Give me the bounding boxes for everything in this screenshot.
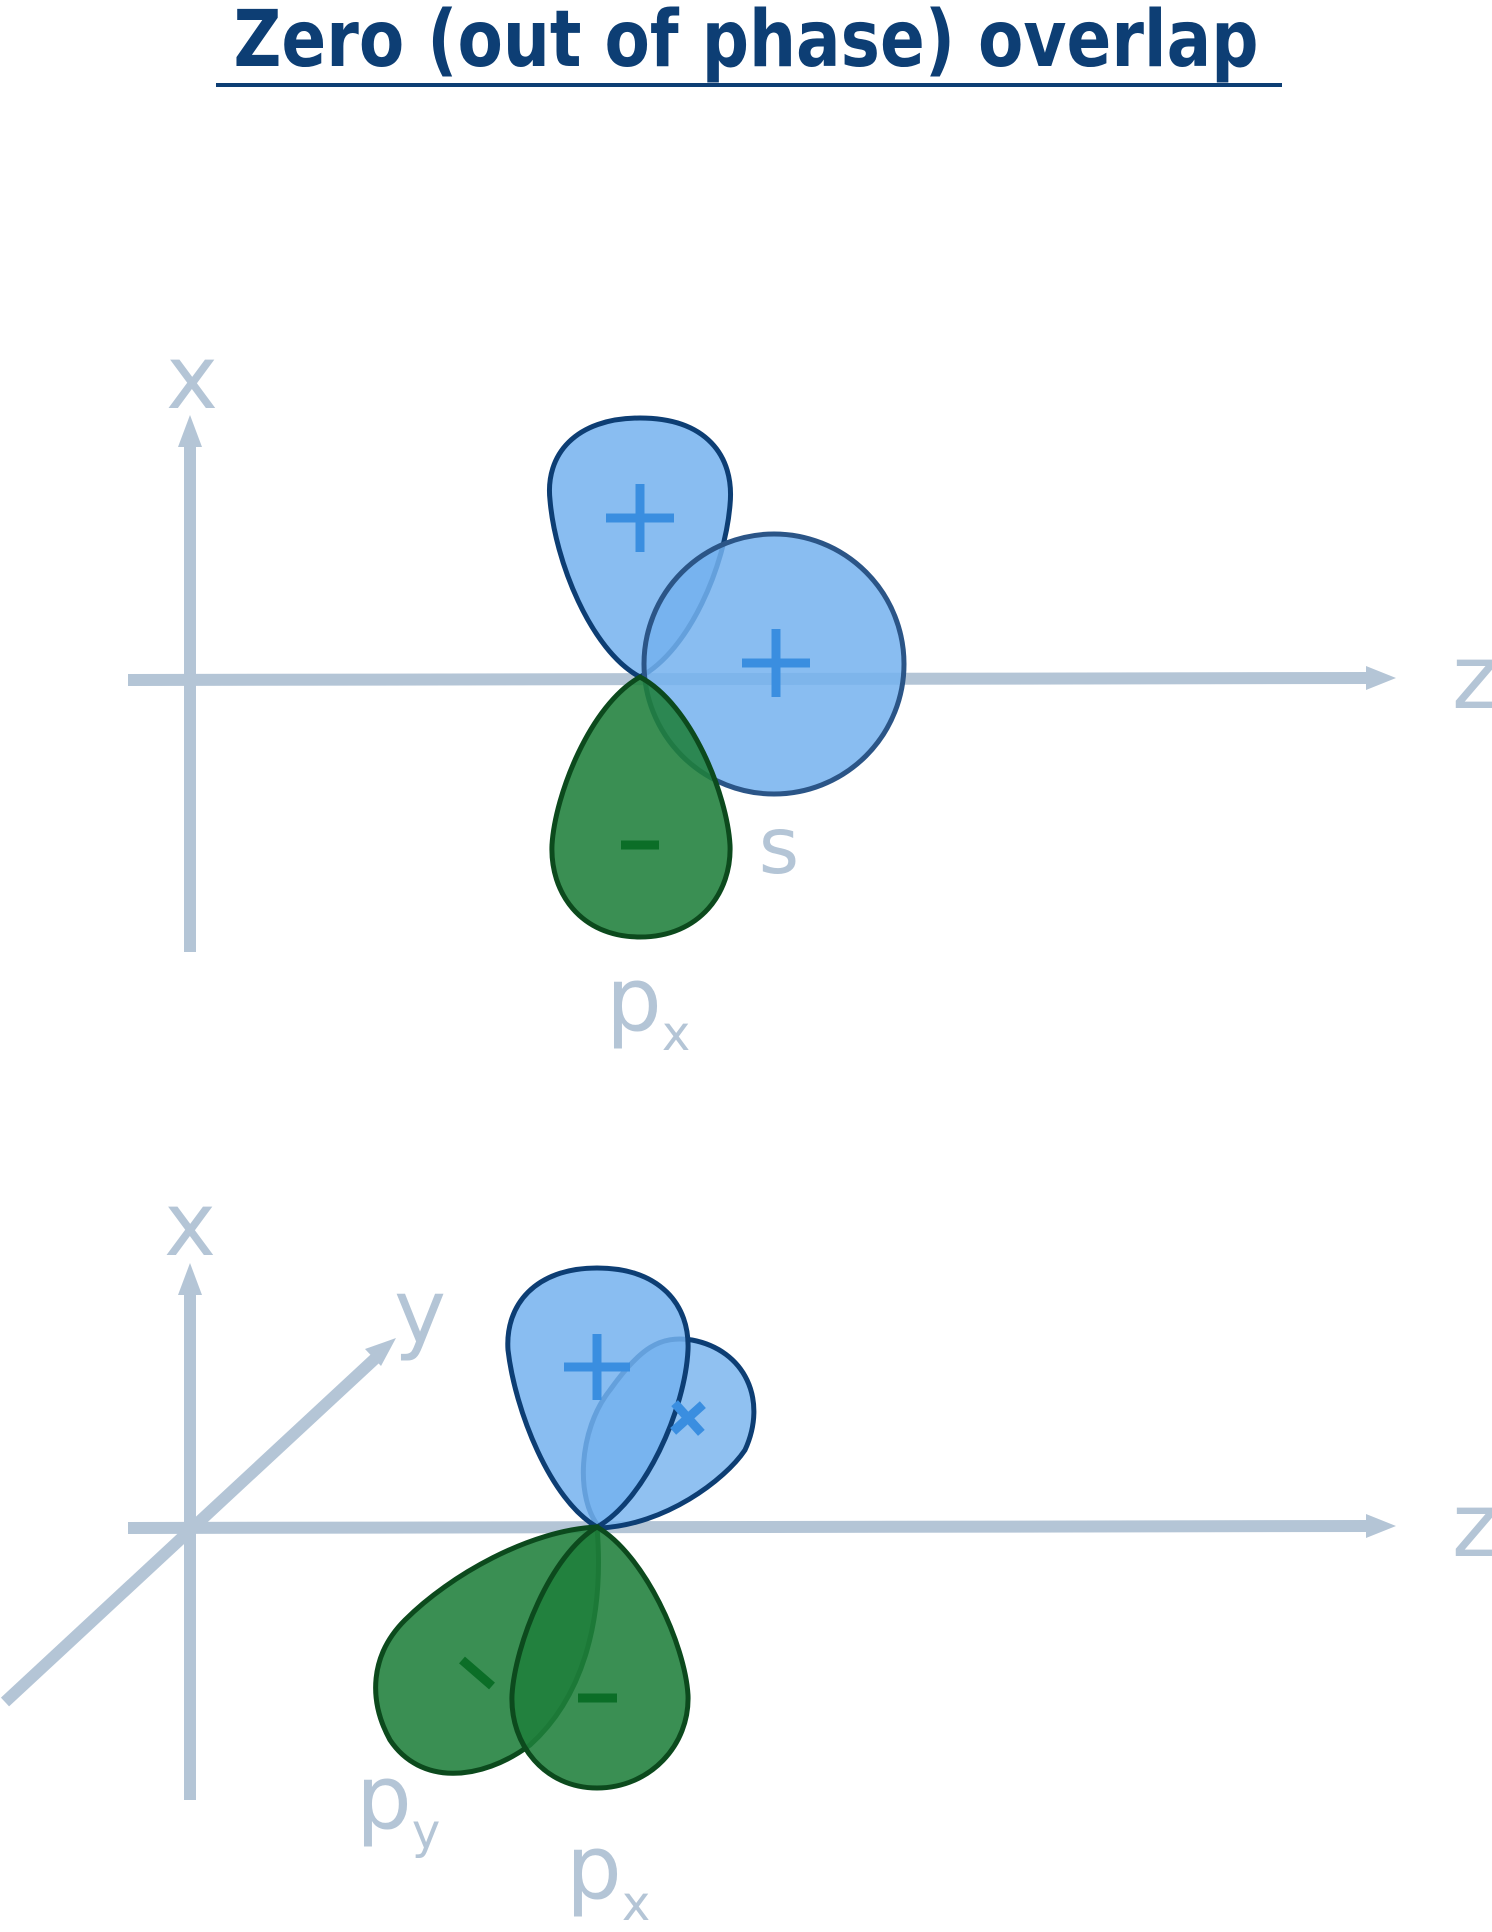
panel2-z-axis-arrow-icon: [1366, 1514, 1396, 1538]
panel-px-s-overlap: x z s px: [127, 326, 1492, 1062]
panel1-z-axis-label: z: [1452, 626, 1492, 729]
panel1-px-label-main: p: [606, 948, 662, 1051]
panel2-px-upper-plus-icon: [564, 1334, 630, 1400]
panel2-py-upper-plus-icon: [670, 1400, 706, 1436]
panel1-px-upper-plus-icon: [606, 484, 674, 552]
panel2-px-lower-lobe: [509, 1524, 691, 1791]
panel1-x-axis-label: x: [166, 326, 218, 429]
panel1-s-plus-icon: [742, 629, 810, 697]
panel2-px-label-main: p: [566, 1816, 622, 1919]
panel2-px-label: px: [566, 1816, 650, 1932]
panel2-z-axis-line: [127, 1520, 1373, 1534]
panel2-py-label: py: [356, 1746, 440, 1860]
panel1-s-label: s: [759, 802, 800, 892]
panel1-z-axis-arrow-icon: [1366, 666, 1396, 690]
panel2-y-axis-arrow-icon: [365, 1338, 396, 1366]
panel2-py-label-subscript: y: [412, 1804, 440, 1860]
panel2-py-lower-minus-icon: [459, 1656, 495, 1690]
panel1-x-axis-arrow-icon: [178, 415, 202, 447]
panel2-y-axis-line: [0, 1349, 385, 1707]
panel2-y-axis-label: y: [394, 1260, 446, 1363]
panel1-px-label-subscript: x: [662, 1006, 690, 1062]
panel1-px-lower-lobe: [549, 674, 733, 940]
panel-px-py-overlap: x z y py px: [0, 1173, 1492, 1932]
panel2-px-label-subscript: x: [622, 1876, 650, 1932]
page-title: Zero (out of phase) overlap: [234, 0, 1259, 85]
panel1-px-label: px: [606, 948, 690, 1062]
panel2-x-axis-arrow-icon: [178, 1263, 202, 1295]
panel2-z-axis-label: z: [1452, 1474, 1492, 1577]
panel2-py-label-main: p: [356, 1746, 412, 1849]
panel2-x-axis-label: x: [164, 1173, 216, 1276]
